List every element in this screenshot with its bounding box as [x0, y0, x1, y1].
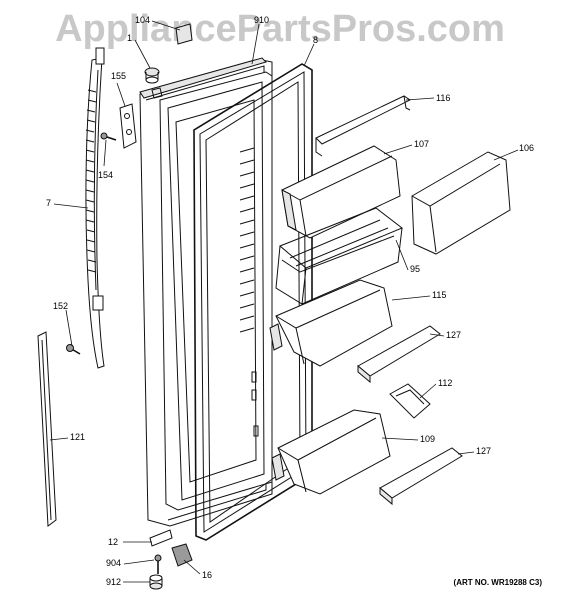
- screw-154-part: [100, 132, 117, 141]
- cap-104-part: [175, 23, 193, 45]
- handle-trim-part: [85, 47, 105, 369]
- label-155: 155: [111, 71, 127, 81]
- label-115: 115: [432, 290, 447, 300]
- label-116: 116: [436, 93, 451, 103]
- label-152: 152: [53, 301, 69, 311]
- label-127-upper: 127: [446, 330, 462, 340]
- screw-904-part: [154, 554, 162, 574]
- door-liner-910-part: [159, 71, 273, 511]
- label-109: 109: [420, 434, 436, 444]
- label-1: 1: [127, 33, 133, 43]
- bin-115-part: [269, 279, 393, 367]
- art-number: (ART NO. WR19288 C3): [453, 578, 542, 587]
- handle-ribs: [85, 89, 97, 273]
- label-107: 107: [414, 139, 430, 149]
- screw-1-part: [144, 67, 160, 84]
- label-16: 16: [202, 570, 213, 580]
- label-112: 112: [438, 378, 453, 388]
- trim-strip-121-part: [37, 331, 57, 527]
- bin-107-part: [281, 145, 401, 239]
- hinge-12-part: [149, 529, 173, 547]
- bin-front-127a-part: [357, 325, 441, 384]
- label-912: 912: [106, 577, 122, 587]
- clip-112-part: [389, 383, 431, 419]
- rail-116-part: [315, 95, 411, 157]
- leader-lines: [49, 20, 519, 583]
- cover-106-part: [411, 151, 511, 255]
- bracket-16-part: [171, 543, 193, 567]
- wire-shelf-95-part: [275, 207, 403, 305]
- label-7: 7: [46, 198, 52, 208]
- label-127-lower: 127: [476, 446, 492, 456]
- label-154: 154: [98, 170, 114, 180]
- label-106: 106: [519, 143, 535, 153]
- bin-109-part: [271, 409, 391, 495]
- label-12: 12: [108, 537, 119, 547]
- bracket-155-part: [119, 103, 137, 149]
- label-904: 904: [106, 558, 122, 568]
- liner-shelf-ribs: [239, 147, 255, 333]
- label-8: 8: [313, 35, 319, 45]
- label-121: 121: [70, 432, 86, 442]
- label-104: 104: [135, 15, 151, 25]
- bin-front-127b-part: [379, 447, 463, 506]
- label-910: 910: [254, 15, 270, 25]
- label-95: 95: [410, 264, 421, 274]
- screw-152-part: [66, 344, 81, 355]
- bushing-912-part: [149, 574, 163, 590]
